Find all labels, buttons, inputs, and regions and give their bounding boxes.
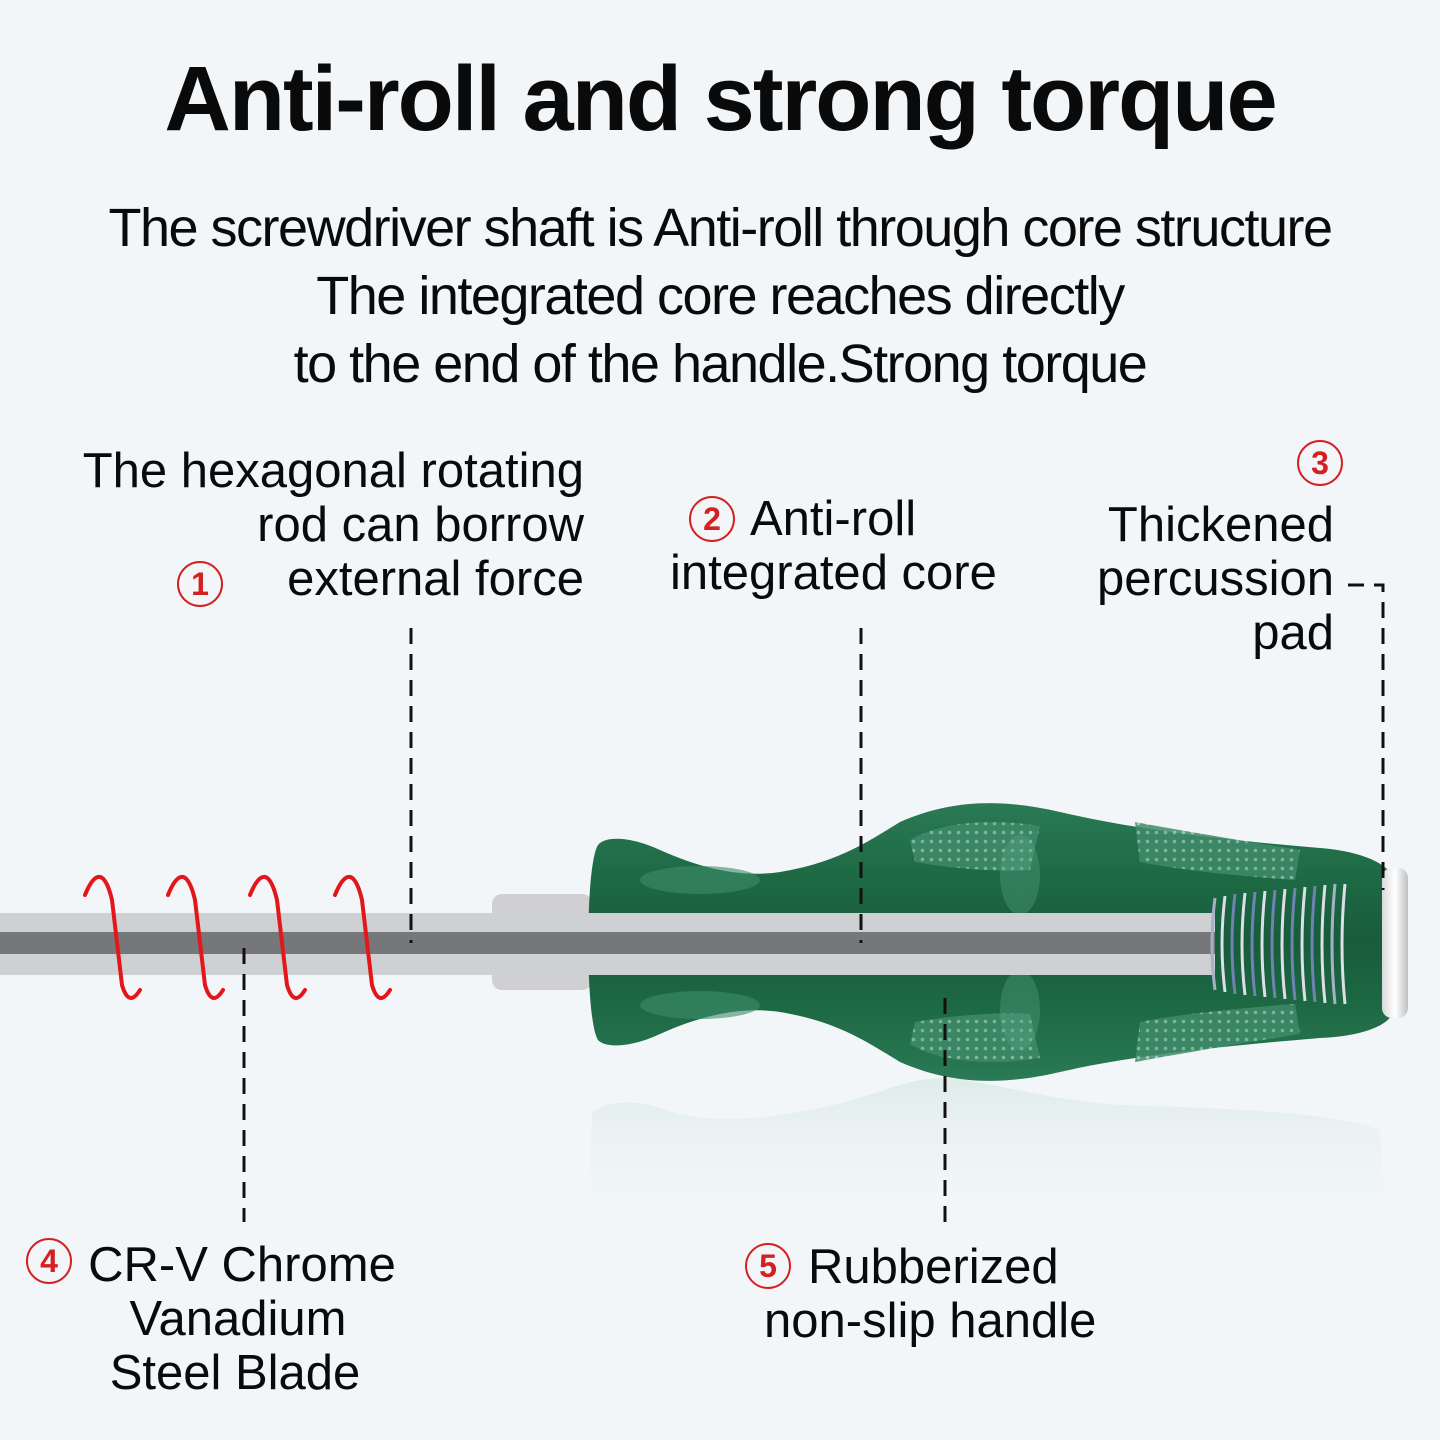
leader-line-3 bbox=[1348, 583, 1385, 890]
callout-4-line: Vanadium bbox=[129, 1292, 347, 1346]
callout-2-number-badge: 2 bbox=[689, 496, 735, 542]
callout-2-line: Anti-roll bbox=[750, 492, 917, 546]
callout-1-line: external force bbox=[287, 552, 584, 606]
callout-2-line: integrated core bbox=[670, 546, 997, 600]
shaft bbox=[0, 913, 1215, 975]
callout-5: Rubberized non-slip handle bbox=[764, 1240, 1144, 1348]
percussion-pad bbox=[1382, 868, 1408, 1018]
callout-4: CR-V Chrome Vanadium Steel Blade bbox=[82, 1238, 402, 1400]
subtitle-line: to the end of the handle.Strong torque bbox=[293, 334, 1148, 394]
leader-lines bbox=[242, 583, 1385, 1222]
callout-3: Thickened percussion pad bbox=[1060, 498, 1334, 660]
callout-1: The hexagonal rotating rod can borrow ex… bbox=[36, 444, 584, 606]
rotation-coil-icon bbox=[83, 874, 392, 1000]
callout-4-number-badge: 4 bbox=[26, 1238, 72, 1284]
grip-texture bbox=[910, 822, 1040, 871]
callout-1-line: The hexagonal rotating bbox=[82, 444, 584, 498]
subtitle: The screwdriver shaft is Anti-roll throu… bbox=[0, 194, 1440, 398]
grip-texture bbox=[1135, 1004, 1300, 1062]
callout-5-number-badge: 5 bbox=[745, 1243, 791, 1289]
threaded-core bbox=[1210, 883, 1347, 1005]
callout-1-line: rod can borrow bbox=[257, 498, 584, 552]
callout-5-line: non-slip handle bbox=[764, 1294, 1097, 1348]
callout-3-line: percussion bbox=[1097, 552, 1334, 606]
callout-4-line: CR-V Chrome bbox=[88, 1238, 396, 1292]
callout-5-line: Rubberized bbox=[808, 1240, 1059, 1294]
callout-1-number-badge: 1 bbox=[177, 561, 223, 607]
callout-3-line: pad bbox=[1252, 606, 1334, 660]
page-title: Anti-roll and strong torque bbox=[164, 48, 1277, 150]
handle-reflection bbox=[590, 1078, 1385, 1230]
subtitle-line: The screwdriver shaft is Anti-roll throu… bbox=[108, 198, 1334, 258]
callout-2: Anti-roll integrated core bbox=[670, 492, 1032, 600]
subtitle-line: The integrated core reaches directly bbox=[316, 266, 1125, 326]
callout-3-line: Thickened bbox=[1107, 498, 1334, 552]
callout-3-number-badge: 3 bbox=[1297, 440, 1343, 486]
grip-texture bbox=[1135, 822, 1300, 880]
grip-texture bbox=[910, 1013, 1040, 1062]
callout-4-line: Steel Blade bbox=[109, 1346, 361, 1400]
